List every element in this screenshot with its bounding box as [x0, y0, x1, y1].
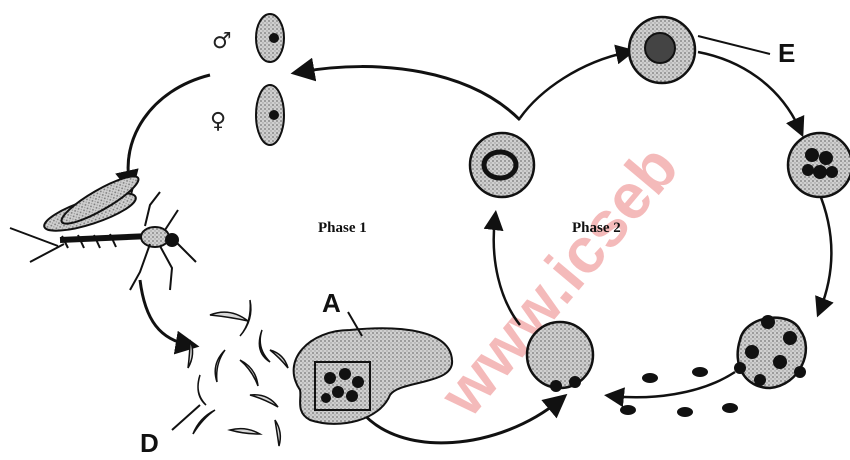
female-symbol: ♀: [210, 109, 226, 134]
rbc-stage-invasion: [527, 322, 593, 392]
rbc-stage-ring: [470, 133, 534, 197]
label-e-leader: [698, 36, 770, 54]
label-d: D: [140, 428, 159, 458]
male-symbol: ♂: [212, 29, 232, 54]
mosquito: [10, 169, 196, 290]
rbc-stage-e: [629, 17, 695, 83]
phase-2-label: Phase 2: [572, 220, 621, 236]
arrow-to-mosquito: [128, 75, 210, 185]
label-d-leader: [172, 405, 200, 430]
label-e: E: [778, 38, 795, 68]
rbc-stage-schizont: [788, 133, 850, 197]
label-a: A: [322, 288, 341, 318]
arrow-to-sporozoites: [140, 280, 190, 345]
liver: [294, 328, 452, 424]
phase-1-label: Phase 1: [318, 220, 367, 236]
female-gametocyte: [256, 85, 284, 145]
male-gametocyte: [256, 14, 284, 62]
arrow-to-gametocytes: [300, 67, 520, 120]
rbc-stage-rupture: [734, 315, 806, 388]
sporozoites: [188, 300, 288, 446]
merozoites: [620, 367, 738, 417]
